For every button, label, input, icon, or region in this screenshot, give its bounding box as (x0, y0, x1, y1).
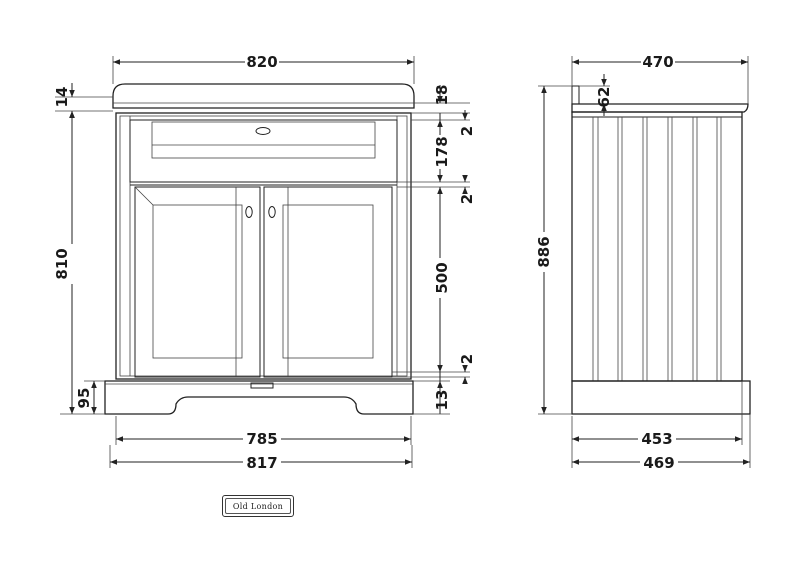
right-door-knob (268, 206, 276, 218)
plinth-badge (250, 382, 274, 389)
dim-plinth-height: 95 (75, 388, 93, 409)
front-carcass (115, 112, 412, 380)
dim-width-top: 820 (246, 53, 277, 71)
dim-upstand: 62 (595, 87, 613, 108)
side-body (571, 111, 743, 382)
logo-text: Old London (232, 501, 284, 511)
side-view (571, 85, 751, 415)
dim-top-thickness: 14 (53, 87, 71, 108)
dim-depth-top: 470 (642, 53, 673, 71)
dim-door-height: 500 (433, 262, 451, 293)
front-dimensions: 820 14 810 95 18 2 178 2 (53, 52, 476, 472)
dim-depth-outer: 469 (643, 454, 674, 472)
front-worktop (112, 83, 415, 109)
old-london-logo: Old London (222, 495, 294, 517)
side-panelling (592, 117, 722, 381)
side-worktop (571, 103, 749, 113)
dim-door-gap-bottom: 2 (458, 354, 476, 364)
front-plinth (104, 380, 414, 415)
side-dimensions: 470 62 886 453 469 (533, 52, 751, 472)
left-door-knob (245, 206, 253, 218)
side-upstand (571, 85, 580, 105)
dim-plinth-gap: 13 (433, 390, 451, 411)
dim-carcass-height: 810 (53, 248, 71, 279)
dim-depth-inner: 453 (641, 430, 672, 448)
front-view (104, 83, 415, 415)
dim-drawer-gap-top: 2 (458, 126, 476, 136)
dim-drawer-height: 178 (433, 136, 451, 167)
dim-drawer-gap-bottom: 2 (458, 194, 476, 204)
right-door (263, 186, 393, 378)
dim-width-inner: 785 (246, 430, 277, 448)
side-plinth (571, 380, 751, 415)
drawer-handle (255, 127, 271, 135)
left-door (134, 186, 261, 378)
front-drawer (129, 119, 398, 183)
dim-width-outer: 817 (246, 454, 277, 472)
dim-top-drawer-gap: 18 (433, 85, 451, 106)
dim-overall-height: 886 (535, 236, 553, 267)
